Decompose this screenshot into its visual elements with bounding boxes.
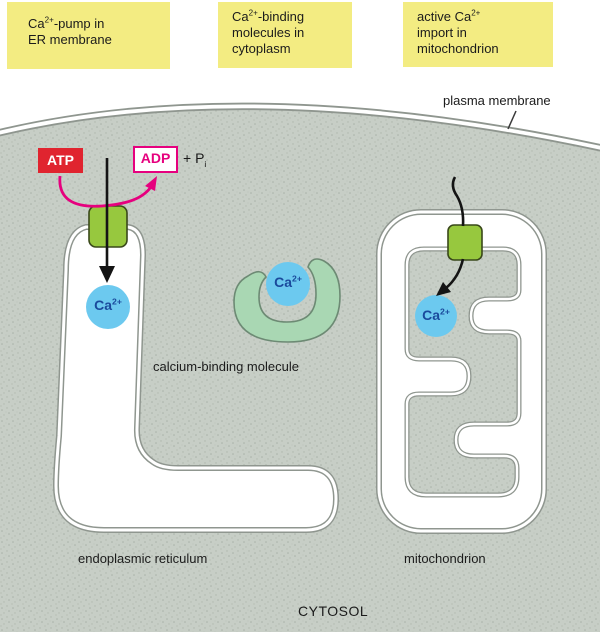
mito-import-arrow-inner: [445, 258, 465, 289]
adp-badge: ADP: [133, 146, 178, 173]
caption-line: molecules in: [232, 25, 305, 40]
caption-line: ER membrane: [28, 32, 112, 47]
er-import-arrowhead: [99, 266, 115, 283]
caption-line: Ca2+-binding: [232, 8, 305, 24]
calcium-binding-molecule-label: calcium-binding molecule: [153, 359, 299, 374]
atp-badge: ATP: [38, 148, 83, 173]
caption-line: Ca2+-pump in: [28, 15, 105, 31]
endoplasmic-reticulum-label: endoplasmic reticulum: [78, 551, 208, 566]
phosphate-label: + Pi: [183, 150, 207, 169]
mito-import-arrow-outer: [451, 176, 465, 227]
caption-box-binding-molecules: Ca2+-binding molecules in cytoplasm: [218, 2, 352, 68]
caption-line: cytoplasm: [232, 41, 291, 56]
calcium-ion-label-mito: Ca2+: [422, 306, 450, 323]
calcium-ion-cytosol: [266, 262, 310, 306]
atp-adp-arrow: [58, 175, 156, 208]
mito-pump-icon: [447, 224, 483, 261]
caption-box-mito-import: active Ca2+ import in mitochondrion: [403, 2, 553, 67]
caption-box-er-pump: Ca2+-pump in ER membrane: [7, 2, 170, 69]
calcium-ion-label-er: Ca2+: [94, 296, 122, 313]
plasma-membrane-label: plasma membrane: [443, 93, 551, 108]
calcium-ion-mito: [415, 295, 457, 337]
calcium-binding-molecule-shape: [233, 258, 341, 343]
mito-import-arrowhead: [436, 282, 451, 296]
calcium-ion-label-cytosol: Ca2+: [274, 273, 302, 290]
caption-line: import in: [417, 25, 467, 40]
mitochondrion-label: mitochondrion: [404, 551, 486, 566]
caption-line: mitochondrion: [417, 41, 499, 56]
caption-line: active Ca2+: [417, 8, 481, 24]
calcium-ion-er: [86, 285, 130, 329]
atp-adp-arrowhead: [145, 176, 157, 191]
cytosol-label: CYTOSOL: [298, 603, 369, 619]
plasma-membrane-gap: [0, 104, 600, 150]
plasma-membrane-pointer-line: [507, 110, 517, 130]
